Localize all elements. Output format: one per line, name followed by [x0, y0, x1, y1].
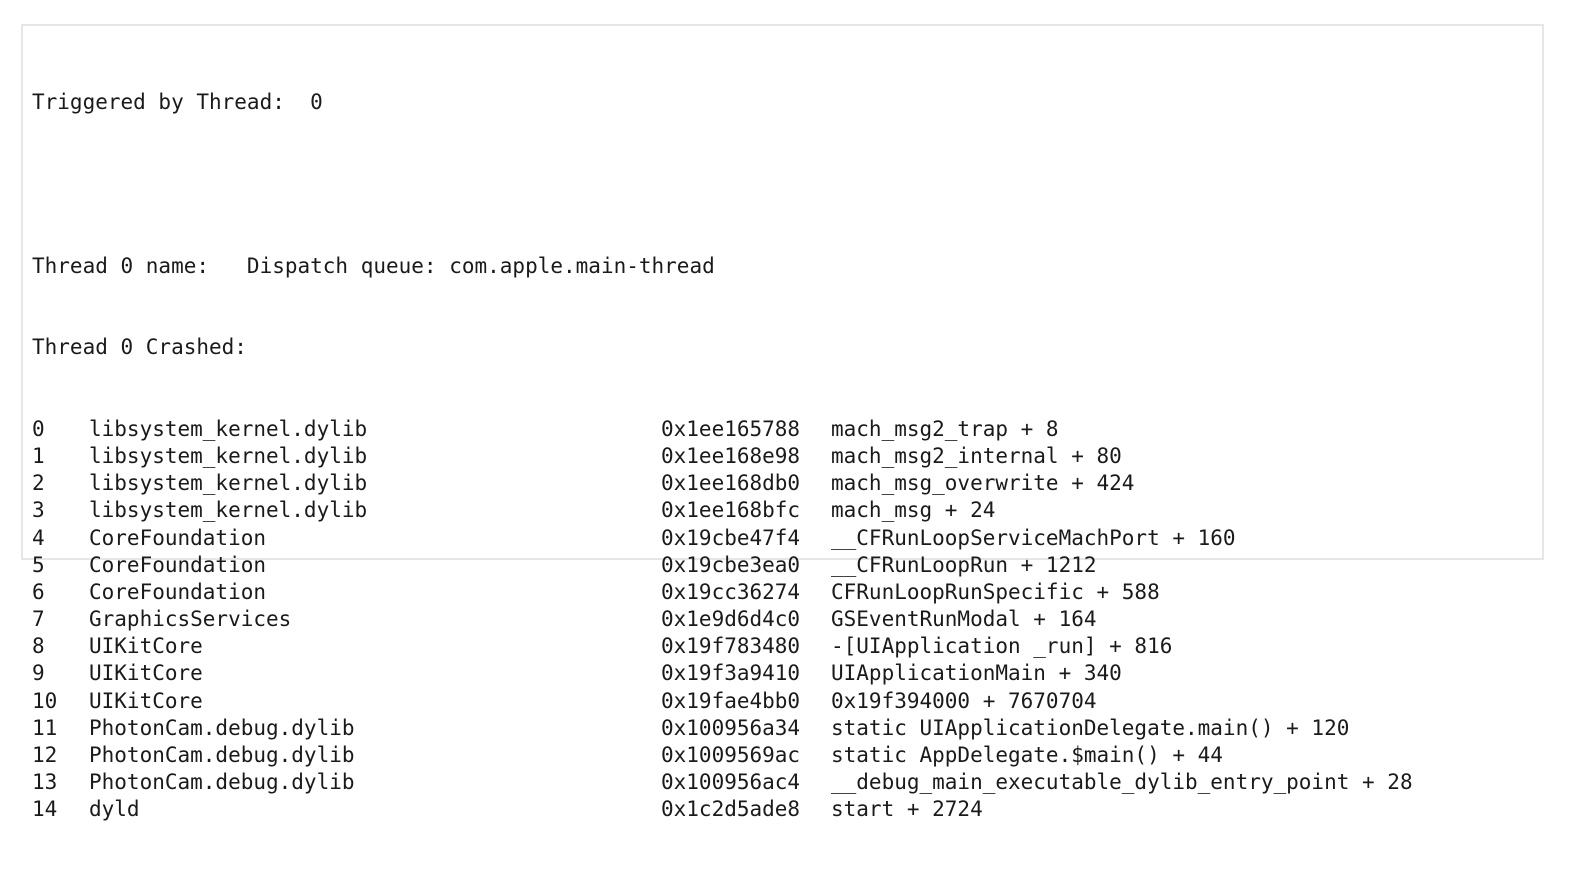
triggered-by-thread-line: Triggered by Thread: 0: [32, 90, 323, 115]
frame-symbol: mach_msg2_internal + 80: [831, 443, 1122, 468]
frame-address: 0x19cbe47f4: [661, 525, 801, 550]
stack-frame-row: 13 PhotonCam.debug.dylib 0x100956ac4 __debu…: [32, 769, 1413, 796]
frame-symbol: static AppDelegate.$main() + 44: [831, 743, 1223, 768]
frame-library: UIKitCore: [89, 661, 203, 686]
frame-symbol: __debug_main_executable_dylib_entry_poin…: [831, 770, 1413, 795]
frame-symbol: static UIApplicationDelegate.main() + 12…: [831, 715, 1350, 740]
frame-index: 0: [32, 416, 45, 441]
stack-frame-row: 4 CoreFoundation 0x19cbe47f4 __CFRunLoopSer…: [32, 525, 1413, 552]
frame-address: 0x1ee168db0: [661, 471, 801, 496]
frame-library: CoreFoundation: [89, 552, 267, 577]
frame-address: 0x1ee168bfc: [661, 498, 801, 523]
frame-address: 0x1c2d5ade8: [661, 797, 801, 822]
stack-frame-row: 14 dyld 0x1c2d5ade8 start + 2724: [32, 796, 1413, 823]
frame-symbol: start + 2724: [831, 797, 983, 822]
frame-symbol: mach_msg + 24: [831, 498, 996, 523]
frame-library: libsystem_kernel.dylib: [89, 471, 368, 496]
stack-frame-row: 9 UIKitCore 0x19f3a9410 UIApplicationMain +…: [32, 660, 1413, 687]
stack-frame-row: 5 CoreFoundation 0x19cbe3ea0 __CFRunLoopRun…: [32, 552, 1413, 579]
frame-index: 10: [32, 688, 58, 713]
stack-frame-row: 10 UIKitCore 0x19fae4bb0 0x19f394000 + 7670…: [32, 688, 1413, 715]
frame-index: 5: [32, 552, 45, 577]
frame-library: PhotonCam.debug.dylib: [89, 715, 355, 740]
frame-symbol: __CFRunLoopServiceMachPort + 160: [831, 525, 1236, 550]
frame-symbol: GSEventRunModal + 164: [831, 607, 1097, 632]
frame-index: 2: [32, 471, 45, 496]
stack-frame-row: 12 PhotonCam.debug.dylib 0x1009569ac static…: [32, 742, 1413, 769]
crash-log-text: Triggered by Thread: 0 Thread 0 name: Di…: [32, 35, 1413, 878]
stack-frame-row: 3 libsystem_kernel.dylib 0x1ee168bfc mach_m…: [32, 497, 1413, 524]
frame-address: 0x19f783480: [661, 634, 801, 659]
frame-index: 14: [32, 797, 58, 822]
frame-address: 0x100956a34: [661, 715, 801, 740]
frame-library: PhotonCam.debug.dylib: [89, 770, 355, 795]
frame-library: PhotonCam.debug.dylib: [89, 743, 355, 768]
frame-address: 0x1e9d6d4c0: [661, 607, 801, 632]
frame-address: 0x19f3a9410: [661, 661, 801, 686]
frame-index: 8: [32, 634, 45, 659]
frame-library: GraphicsServices: [89, 607, 292, 632]
frame-index: 3: [32, 498, 45, 523]
frame-symbol: 0x19f394000 + 7670704: [831, 688, 1097, 713]
stack-frame-row: 11 PhotonCam.debug.dylib 0x100956a34 static…: [32, 715, 1413, 742]
frame-index: 12: [32, 743, 58, 768]
stack-frames: 0 libsystem_kernel.dylib 0x1ee165788 mach_m…: [32, 416, 1413, 824]
frame-library: libsystem_kernel.dylib: [89, 443, 368, 468]
frame-index: 13: [32, 770, 58, 795]
frame-address: 0x100956ac4: [661, 770, 801, 795]
frame-library: CoreFoundation: [89, 579, 267, 604]
frame-library: UIKitCore: [89, 688, 203, 713]
frame-library: UIKitCore: [89, 634, 203, 659]
thread-name-line: Thread 0 name: Dispatch queue: com.apple…: [32, 253, 715, 278]
stack-frame-row: 8 UIKitCore 0x19f783480 -[UIApplication _ru…: [32, 633, 1413, 660]
frame-address: 0x19fae4bb0: [661, 688, 801, 713]
frame-index: 6: [32, 579, 45, 604]
stack-frame-row: 2 libsystem_kernel.dylib 0x1ee168db0 mach_m…: [32, 470, 1413, 497]
frame-address: 0x1ee165788: [661, 416, 801, 441]
frame-symbol: UIApplicationMain + 340: [831, 661, 1122, 686]
frame-address: 0x1009569ac: [661, 743, 801, 768]
frame-index: 4: [32, 525, 45, 550]
frame-symbol: -[UIApplication _run] + 816: [831, 634, 1173, 659]
frame-library: dyld: [89, 797, 140, 822]
thread-crashed-line: Thread 0 Crashed:: [32, 335, 247, 360]
frame-library: libsystem_kernel.dylib: [89, 498, 368, 523]
frame-address: 0x19cc36274: [661, 579, 801, 604]
frame-index: 9: [32, 661, 45, 686]
stack-frame-row: 0 libsystem_kernel.dylib 0x1ee165788 mach_m…: [32, 416, 1413, 443]
stack-frame-row: 6 CoreFoundation 0x19cc36274 CFRunLoopRunSp…: [32, 579, 1413, 606]
stack-frame-row: 7 GraphicsServices 0x1e9d6d4c0 GSEventRunMo…: [32, 606, 1413, 633]
frame-address: 0x19cbe3ea0: [661, 552, 801, 577]
frame-library: libsystem_kernel.dylib: [89, 416, 368, 441]
frame-index: 11: [32, 715, 58, 740]
crash-log-panel: Triggered by Thread: 0 Thread 0 name: Di…: [21, 24, 1544, 821]
frame-symbol: CFRunLoopRunSpecific + 588: [831, 579, 1160, 604]
frame-index: 1: [32, 443, 45, 468]
stack-frame-row: 1 libsystem_kernel.dylib 0x1ee168e98 mach_m…: [32, 443, 1413, 470]
frame-address: 0x1ee168e98: [661, 443, 801, 468]
frame-symbol: __CFRunLoopRun + 1212: [831, 552, 1097, 577]
blank-line: [32, 171, 1413, 198]
frame-symbol: mach_msg2_trap + 8: [831, 416, 1059, 441]
frame-library: CoreFoundation: [89, 525, 267, 550]
frame-symbol: mach_msg_overwrite + 424: [831, 471, 1135, 496]
frame-index: 7: [32, 607, 45, 632]
